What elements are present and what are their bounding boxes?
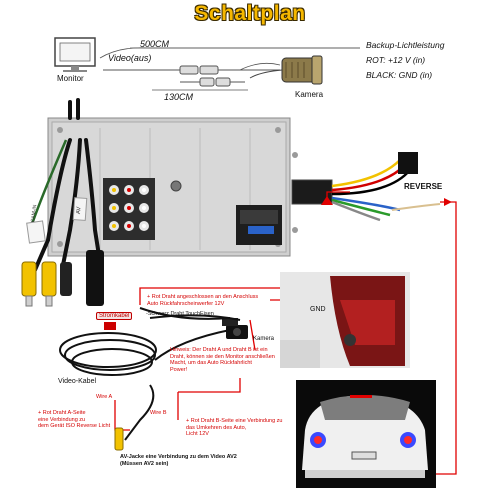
wire-a-label: Wire A [96, 394, 113, 400]
gnd-label: GND [310, 306, 326, 313]
yellow-rca-plugs [21, 250, 104, 307]
hint-note: Hinweis: Der Draht A und Draht B ist ein… [170, 347, 275, 373]
red-wire-note: + Rot Draht angeschlossen an den Anschlu… [147, 294, 259, 307]
kamera-label: Kamera [253, 336, 275, 342]
power-connector [104, 322, 116, 330]
red-wire-spec: ROT: +12 V (in) [366, 55, 426, 65]
av-jack-note: AV-Jacke eine Verbindung zu dem Video AV… [120, 454, 237, 467]
av-tag: AV [76, 206, 83, 215]
page-title: Schaltplan [194, 2, 306, 25]
tail-light-photo [280, 272, 410, 368]
length-500cm-label: 500CM [140, 39, 170, 49]
head-unit-rear [21, 98, 298, 307]
black-wire-note: -Schwarz Draht TouchEisen [146, 311, 214, 317]
backup-light-title: Backup-Lichtleistung [366, 40, 445, 50]
length-130cm-label: 130CM [164, 92, 194, 102]
monitor-icon [54, 37, 96, 72]
video-out-label: Video(aus) [108, 53, 152, 63]
black-wire-spec: BLACK: GND (in) [366, 70, 433, 80]
wire-b-side-note: + Rot Draht B-Seite eine Verbindung zu d… [186, 418, 283, 438]
wire-b-label: Wire B [150, 410, 167, 416]
camera-label: Kamera [295, 90, 324, 99]
video-cable-label: Video-Kabel [58, 378, 97, 385]
av-rca-jack [114, 427, 124, 451]
wire-a-side-note: + Rot Draht A-Seite eine Verbindung zu d… [38, 410, 111, 430]
video-cable-coil [59, 307, 241, 441]
reverse-label: REVERSE [404, 182, 443, 191]
reverse-camera [222, 318, 248, 339]
car-rear-photo [296, 380, 436, 488]
video-cable-diagram [99, 47, 360, 91]
monitor-label: Monitor [57, 74, 84, 83]
power-cable-label: Stromkabel [96, 312, 133, 320]
camera-icon [249, 55, 323, 85]
